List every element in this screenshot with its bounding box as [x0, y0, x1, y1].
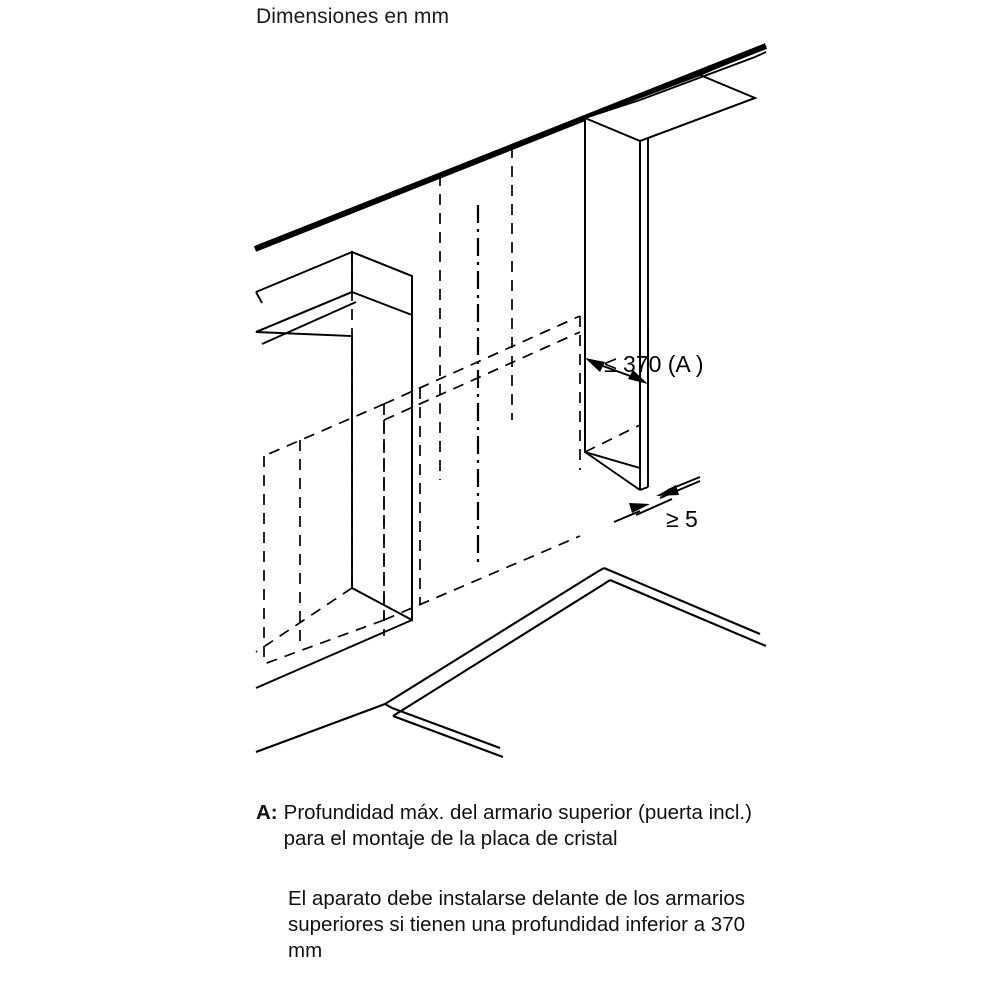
dimension-depth-max — [584, 328, 649, 400]
dimension-label-depth-max: ≤ 370 (A ) — [604, 351, 704, 377]
page-title: Dimensiones en mm — [256, 5, 450, 28]
installation-diagram: Diagrama isométrico de instalación de ca… — [253, 43, 768, 758]
key-note-text: Profundidad máx. del armario superior (p… — [283, 801, 752, 850]
dimension-label-gap-min: ≥ 5 — [666, 506, 698, 532]
key-note-a: A: Profundidad máx. del armario superior… — [256, 800, 776, 852]
left-upper-cabinet — [255, 250, 413, 689]
key-note-label: A: — [256, 801, 278, 824]
right-upper-cabinet — [582, 45, 767, 491]
hidden-drop-lines — [439, 147, 513, 480]
left-cabinet-hidden-edges — [255, 252, 413, 653]
right-cabinet-hidden-edge — [584, 424, 641, 453]
appliance-hidden-outline — [263, 315, 581, 665]
notes-section: A: Profundidad máx. del armario superior… — [256, 800, 776, 964]
dimension-gap-min — [613, 476, 701, 523]
second-note: El aparato debe instalarse delante de lo… — [256, 886, 776, 964]
worktop — [255, 567, 767, 758]
wall-top-edge — [253, 43, 768, 252]
second-note-text: El aparato debe instalarse delante de lo… — [288, 887, 745, 962]
